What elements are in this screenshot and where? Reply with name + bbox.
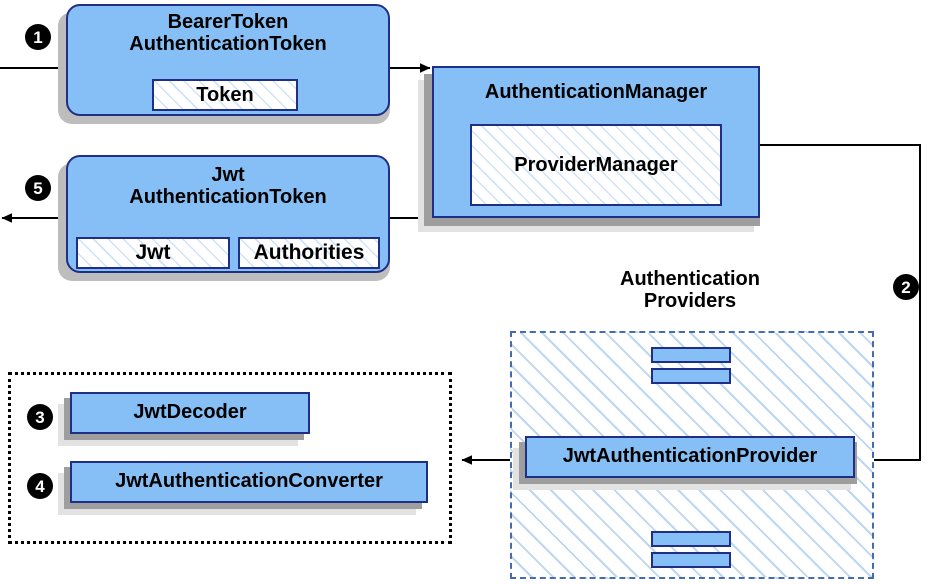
jwt-authentication-provider-label: JwtAuthenticationProvider xyxy=(562,445,818,468)
jwt-token-slot-authorities-label: Authorities xyxy=(253,241,365,264)
bearer-token-title-line1: BearerToken xyxy=(167,11,289,33)
provider-placeholder-bar-top-2 xyxy=(651,368,731,384)
provider-manager-label: ProviderManager xyxy=(514,153,678,176)
jwt-decoder-node[interactable]: JwtDecoder xyxy=(70,392,310,434)
jwt-token-slot-authorities[interactable]: Authorities xyxy=(238,237,380,269)
authentication-providers-title-line2: Providers xyxy=(643,290,737,312)
jwt-authentication-converter-node[interactable]: JwtAuthenticationConverter xyxy=(70,461,428,503)
provider-placeholder-bar-top-1 xyxy=(651,347,731,363)
authentication-manager-slot-providermanager[interactable]: ProviderManager xyxy=(470,124,722,206)
provider-placeholder-bar-bottom-1 xyxy=(651,531,731,547)
step-marker-1: 1 xyxy=(25,24,51,50)
jwt-authentication-provider-node[interactable]: JwtAuthenticationProvider xyxy=(525,436,855,478)
bearer-token-slot-token-label: Token xyxy=(196,83,254,106)
bearer-token-slot-token[interactable]: Token xyxy=(152,79,298,111)
authentication-providers-title-line1: Authentication xyxy=(620,268,760,290)
jwt-token-title: Jwt AuthenticationToken xyxy=(129,157,326,208)
authentication-providers-title: Authentication Providers xyxy=(560,268,820,312)
jwt-token-title-line1: Jwt xyxy=(211,164,245,186)
wire-manager-to-provider xyxy=(760,144,921,465)
step-marker-3: 3 xyxy=(27,404,53,430)
provider-placeholder-bar-bottom-2 xyxy=(651,552,731,568)
authentication-manager-title: AuthenticationManager xyxy=(484,81,708,103)
jwt-authentication-converter-label: JwtAuthenticationConverter xyxy=(115,470,383,493)
jwt-decoder-label: JwtDecoder xyxy=(133,401,247,424)
step-marker-4: 4 xyxy=(27,473,53,499)
bearer-token-title: BearerToken AuthenticationToken xyxy=(129,6,326,55)
jwt-token-slot-jwt-label: Jwt xyxy=(135,241,171,264)
jwt-token-title-line2: AuthenticationToken xyxy=(129,185,327,208)
jwt-token-slot-jwt[interactable]: Jwt xyxy=(76,237,230,269)
step-marker-2: 2 xyxy=(893,274,919,300)
jwt-support-group xyxy=(8,372,452,544)
bearer-token-title-line2: AuthenticationToken xyxy=(129,32,327,55)
step-marker-5: 5 xyxy=(25,175,51,201)
